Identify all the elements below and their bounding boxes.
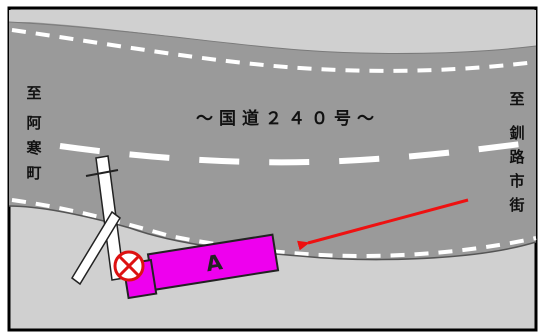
direction-left-char: 寒 bbox=[26, 139, 42, 157]
direction-right: 至 釧 路 市 街 bbox=[508, 90, 525, 214]
direction-left: 至 阿 寒 町 bbox=[26, 84, 42, 182]
upper-lane-edge-line bbox=[11, 28, 537, 73]
road-name-label: ～国道２４０号～ bbox=[196, 108, 380, 129]
utility-pole-icon bbox=[71, 155, 125, 286]
direction-right-char: 至 bbox=[509, 90, 524, 108]
collision-x-icon bbox=[113, 250, 145, 282]
direction-right-char: 釧 bbox=[509, 124, 524, 142]
direction-right-char: 街 bbox=[508, 196, 524, 214]
vehicle-a: A bbox=[122, 233, 280, 300]
direction-left-char: 町 bbox=[26, 164, 41, 182]
arrow-icon bbox=[297, 198, 469, 251]
center-line bbox=[59, 139, 537, 166]
direction-left-char: 至 bbox=[26, 84, 41, 102]
direction-right-char: 市 bbox=[509, 172, 524, 190]
upper-road-edge bbox=[8, 21, 537, 54]
vehicle-label: A bbox=[204, 250, 225, 276]
direction-left-char: 阿 bbox=[26, 114, 41, 132]
direction-right-char: 路 bbox=[509, 148, 525, 166]
upper-shoulder bbox=[9, 10, 536, 54]
